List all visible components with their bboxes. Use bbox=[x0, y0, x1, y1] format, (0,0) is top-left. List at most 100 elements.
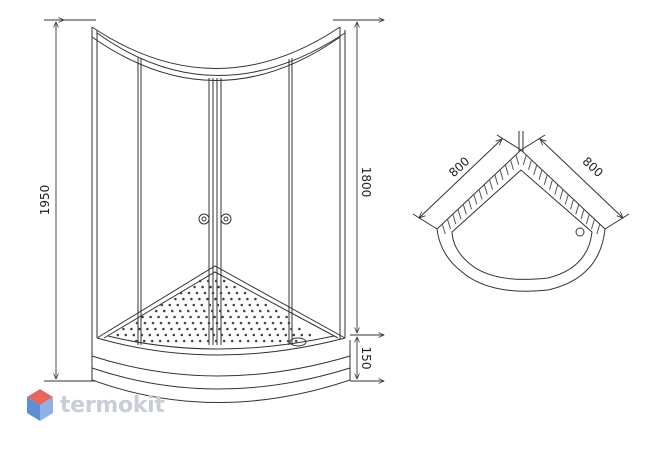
tray-dot bbox=[208, 303, 212, 307]
plan-basin bbox=[451, 169, 593, 280]
tray-dot bbox=[222, 297, 225, 301]
tray-dot bbox=[203, 291, 207, 295]
tray-dot bbox=[197, 315, 200, 319]
hatch-mark bbox=[483, 184, 488, 195]
tray-dot bbox=[218, 309, 222, 313]
tray-dot bbox=[142, 339, 146, 343]
tray-dot bbox=[178, 309, 182, 313]
tray-texture bbox=[116, 279, 312, 343]
tray-dot bbox=[207, 321, 211, 325]
tray-dot bbox=[132, 333, 136, 337]
tray-dot bbox=[165, 315, 168, 319]
plan-dim-ext-left-1 bbox=[412, 213, 438, 230]
termokit-logo-icon bbox=[27, 389, 53, 421]
hatch-mark bbox=[543, 174, 548, 185]
tray-dot bbox=[308, 333, 312, 337]
tray-dot bbox=[206, 297, 209, 301]
tray-dot bbox=[252, 333, 256, 337]
tray-dot bbox=[237, 315, 240, 319]
hatch-mark bbox=[538, 169, 543, 180]
tray-dot bbox=[134, 339, 138, 343]
tray-dot bbox=[150, 339, 154, 343]
tray-dot bbox=[246, 297, 249, 301]
plan-dim-ext-right-2 bbox=[604, 213, 630, 230]
hatch-mark bbox=[522, 154, 527, 166]
tray-dot bbox=[212, 333, 216, 337]
top-rail-outer bbox=[91, 26, 341, 69]
tray-dot bbox=[279, 321, 283, 325]
hatch-mark bbox=[478, 189, 483, 200]
tray-dot bbox=[224, 303, 228, 307]
tray-dot bbox=[258, 327, 261, 331]
hatch-mark bbox=[528, 159, 532, 171]
hatch-mark bbox=[494, 174, 499, 185]
tray-dot bbox=[174, 339, 178, 343]
tray-dot bbox=[209, 285, 212, 289]
hatch-mark bbox=[580, 209, 585, 220]
tray-dot bbox=[157, 315, 160, 319]
tray-dot bbox=[229, 315, 232, 319]
tray-dot bbox=[141, 315, 144, 319]
hatch-mark bbox=[504, 164, 509, 175]
tray-dot bbox=[191, 321, 195, 325]
tray-dot bbox=[213, 315, 216, 319]
plan-dim-line-right bbox=[540, 139, 623, 218]
tray-dot bbox=[232, 303, 236, 307]
tray-dot bbox=[220, 333, 224, 337]
plan-drain-icon bbox=[575, 227, 585, 237]
tray-dot bbox=[250, 327, 253, 331]
hatch-mark bbox=[473, 194, 478, 205]
tray-dot bbox=[166, 339, 170, 343]
tray-dot bbox=[223, 321, 227, 325]
tray-dot bbox=[135, 321, 139, 325]
tray-dot bbox=[186, 327, 189, 331]
tray-dot bbox=[228, 333, 232, 337]
tray-dot bbox=[268, 333, 272, 337]
tray-dot bbox=[210, 327, 213, 331]
tray-dot bbox=[206, 339, 210, 343]
hatch-mark bbox=[549, 179, 553, 190]
tray-dot bbox=[254, 297, 257, 301]
tray-dot bbox=[264, 303, 268, 307]
tray-dot bbox=[116, 333, 120, 337]
tray-body-line bbox=[91, 355, 351, 377]
tray-front-rim bbox=[96, 337, 346, 356]
tray-dot bbox=[242, 327, 245, 331]
tray-dot bbox=[225, 285, 228, 289]
hatch-mark bbox=[559, 189, 564, 200]
dimension-lines bbox=[44, 20, 384, 381]
tray-dot bbox=[196, 333, 200, 337]
tray-dot bbox=[243, 291, 247, 295]
tray-dot bbox=[188, 333, 192, 337]
tray-dot bbox=[240, 303, 244, 307]
tray-dot bbox=[154, 327, 157, 331]
tray-dot bbox=[230, 339, 234, 343]
tray-dot bbox=[255, 321, 259, 325]
hatch-mark bbox=[510, 159, 514, 171]
tray-body-line-2 bbox=[91, 367, 351, 390]
tray-dot bbox=[238, 339, 242, 343]
tray-dot bbox=[179, 291, 183, 295]
tray-dot bbox=[130, 327, 133, 331]
tray-dot bbox=[138, 327, 141, 331]
tray-dot bbox=[168, 303, 172, 307]
tray-dot bbox=[256, 303, 260, 307]
tray-dot bbox=[198, 297, 201, 301]
tray-dot bbox=[162, 309, 166, 313]
tray-dot bbox=[222, 279, 226, 283]
tray-dot bbox=[175, 321, 179, 325]
tray-dot bbox=[162, 327, 165, 331]
tray-dot bbox=[204, 333, 208, 337]
tray-dot bbox=[206, 279, 210, 283]
tray-dot bbox=[164, 333, 168, 337]
tray-dot bbox=[184, 303, 188, 307]
tray-dot bbox=[158, 339, 162, 343]
tray-dot bbox=[140, 333, 144, 337]
tray-dot bbox=[174, 297, 177, 301]
hatch-mark bbox=[570, 199, 574, 210]
tray-dot bbox=[190, 297, 193, 301]
tray-dot bbox=[227, 291, 231, 295]
tray-dot bbox=[217, 285, 220, 289]
tray-dot bbox=[235, 291, 239, 295]
tray-dot bbox=[187, 291, 191, 295]
